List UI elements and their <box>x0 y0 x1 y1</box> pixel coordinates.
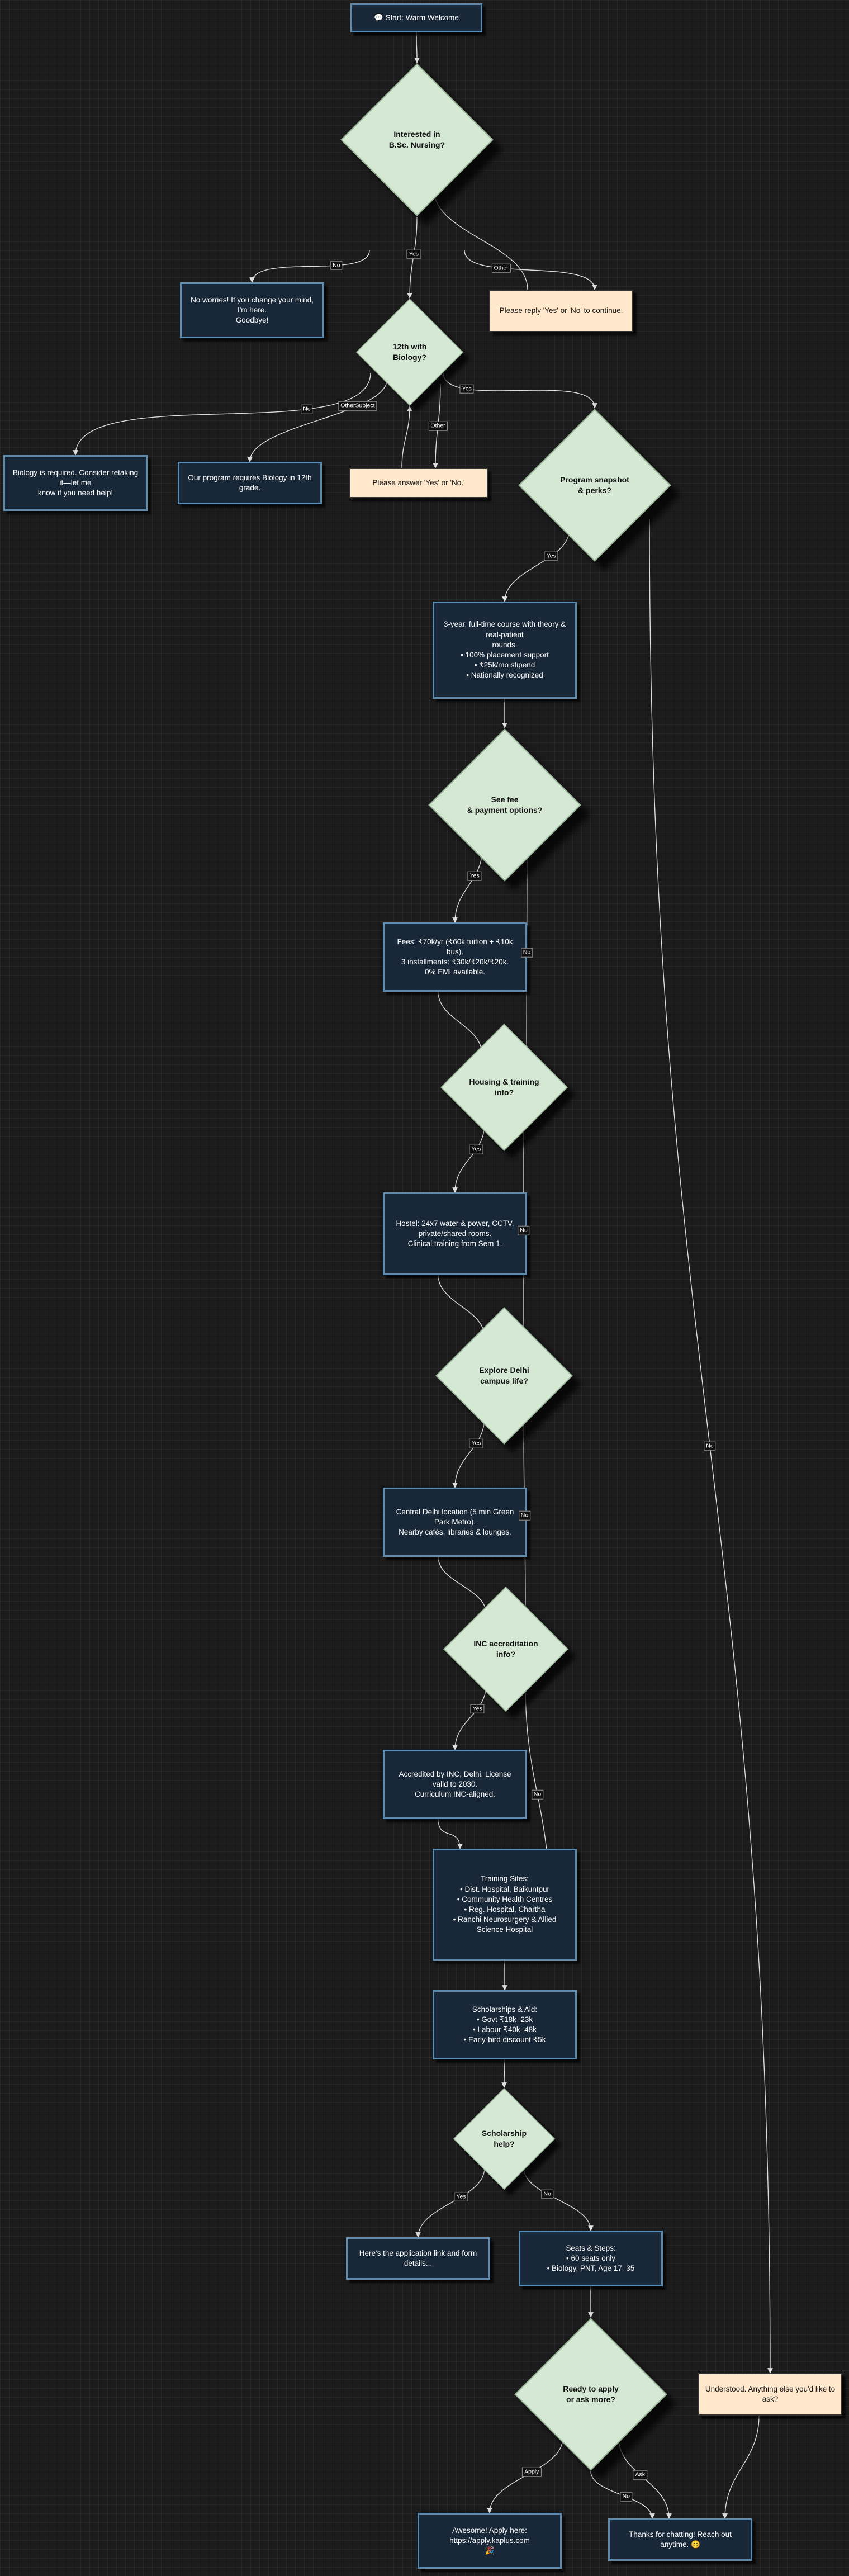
node-scholarship-q: Scholarship help? <box>453 2087 556 2190</box>
decision-diamond-shape <box>340 63 494 216</box>
edge-campus-to-inc-q <box>438 1556 489 1614</box>
node-application-link: Here's the application link and form det… <box>346 2237 490 2280</box>
decision-text: Ready to apply or ask more? <box>563 2384 619 2404</box>
edge-inc-q-to-accredited <box>452 1684 487 1750</box>
edge-label: No <box>518 1510 531 1521</box>
edge-hostel-to-campus-q <box>438 1275 487 1338</box>
edge-housing-q-to-hostel <box>452 1123 485 1193</box>
edge-label: Yes <box>467 872 482 881</box>
edge-label: Yes <box>469 1144 483 1154</box>
node-bio-required: Biology is required. Consider retaking i… <box>3 455 148 511</box>
edge-label: Other <box>491 263 511 273</box>
edge-label: Yes <box>470 1704 485 1714</box>
decision-diamond-shape <box>514 2318 667 2471</box>
decision-diamond-shape <box>428 728 581 882</box>
node-seats: Seats & Steps: • 60 seats only • Biology… <box>519 2231 663 2286</box>
decision-text: Explore Delhi campus life? <box>479 1366 529 1385</box>
node-housing-q: Housing & training info? <box>440 1023 568 1152</box>
edge-scholarships-to-scholarship-q <box>501 2059 507 2088</box>
node-accredited: Accredited by INC, Delhi. License valid … <box>383 1750 527 1819</box>
node-goodbye: No worries! If you change your mind, I'm… <box>180 282 324 338</box>
edge-interested-to-goodbye <box>249 250 370 283</box>
edge-accredited-to-training-sites <box>438 1819 463 1849</box>
decision-text: Housing & training info? <box>469 1077 539 1097</box>
decision-diamond-shape <box>518 409 671 562</box>
decision-text: 12th with Biology? <box>392 342 427 362</box>
edge-scholarship-q-to-application-link <box>415 2167 485 2238</box>
decision-diamond-shape <box>355 298 464 406</box>
decision-diamond-shape <box>443 1586 569 1712</box>
node-snapshot-q: Program snapshot & perks? <box>518 408 672 562</box>
edge-biology-q-to-bio-required <box>73 372 371 456</box>
decision-text: INC accreditation info? <box>473 1639 538 1659</box>
edge-label: Yes <box>454 2192 468 2201</box>
node-inc-q: INC accreditation info? <box>443 1586 569 1712</box>
decision-text: Program snapshot & perks? <box>560 475 629 495</box>
edge-label: Other <box>428 421 448 431</box>
edge-reply-yes-no-2-to-biology-q <box>401 406 412 468</box>
decision-text: Interested in B.Sc. Nursing? <box>388 130 445 149</box>
node-campus: Central Delhi location (5 min Green Park… <box>383 1488 527 1557</box>
edge-biology-q-to-snapshot-q <box>443 372 597 409</box>
node-understood: Understood. Anything else you'd like to … <box>698 2373 842 2416</box>
decision-diamond-shape <box>453 2087 556 2190</box>
edge-label: Ask <box>633 2470 648 2480</box>
edge-scholarship-q-to-seats <box>523 2167 594 2231</box>
edge-interested-to-reply-yes-no-1 <box>464 250 597 290</box>
edge-label: Yes <box>459 384 474 394</box>
edge-label: No <box>620 2492 632 2502</box>
node-hostel: Hostel: 24x7 water & power, CCTV, privat… <box>383 1192 527 1275</box>
edge-label: No <box>531 1789 544 1800</box>
edge-campus-q-to-campus <box>452 1417 485 1488</box>
edge-reply-yes-no-1-to-interested <box>431 188 528 290</box>
node-apply-q: Ready to apply or ask more? <box>514 2317 668 2471</box>
node-fees: Fees: ₹70k/yr (₹60k tuition + ₹10k bus).… <box>383 922 527 992</box>
node-interested: Interested in B.Sc. Nursing? <box>340 63 494 217</box>
edge-snapshot-q-to-snapshot <box>502 528 570 602</box>
decision-text: See fee & payment options? <box>467 795 543 815</box>
node-thanks: Thanks for chatting! Reach out anytime. … <box>608 2518 752 2561</box>
edge-fees-to-housing-q <box>438 991 485 1054</box>
node-biology-q: 12th with Biology? <box>355 298 464 406</box>
node-reply-yes-no-1: Please reply 'Yes' or 'No' to continue. <box>489 290 633 332</box>
node-campus-q: Explore Delhi campus life? <box>435 1306 573 1445</box>
edge-label: OtherSubject <box>338 401 377 411</box>
edge-label: No <box>518 1225 530 1235</box>
edge-label: No <box>301 404 313 414</box>
node-start: 💬 Start: Warm Welcome <box>350 3 482 32</box>
edge-label: Yes <box>544 551 558 561</box>
edge-fee-q-to-fees <box>452 848 483 923</box>
decision-text: Scholarship help? <box>481 2129 527 2148</box>
edge-label: Yes <box>469 1438 483 1448</box>
node-training-sites: Training Sites: • Dist. Hospital, Baikun… <box>433 1849 577 1961</box>
node-scholarships: Scholarships & Aid: • Govt ₹18k–23k • La… <box>433 1990 577 2059</box>
edge-label: No <box>520 948 533 958</box>
node-snapshot: 3-year, full-time course with theory & r… <box>433 602 577 699</box>
edge-biology-q-to-bio-other-subject <box>247 378 388 462</box>
node-reply-yes-no-2: Please answer 'Yes' or 'No.' <box>349 468 488 498</box>
edge-label: No <box>541 2189 553 2199</box>
edge-label: No <box>704 1441 716 1451</box>
edge-understood-to-thanks <box>722 2415 760 2519</box>
decision-diamond-shape <box>435 1307 573 1445</box>
node-bio-other-subject: Our program requires Biology in 12th gra… <box>178 462 322 504</box>
node-apply-here: Awesome! Apply here: https://apply.kaplu… <box>418 2513 562 2569</box>
edge-label: No <box>330 261 343 271</box>
edge-label: Apply <box>522 2468 542 2477</box>
edge-start-to-interested <box>414 32 420 63</box>
edge-label: Yes <box>406 249 421 259</box>
decision-diamond-shape <box>440 1023 568 1152</box>
node-fee-q: See fee & payment options? <box>428 728 582 882</box>
